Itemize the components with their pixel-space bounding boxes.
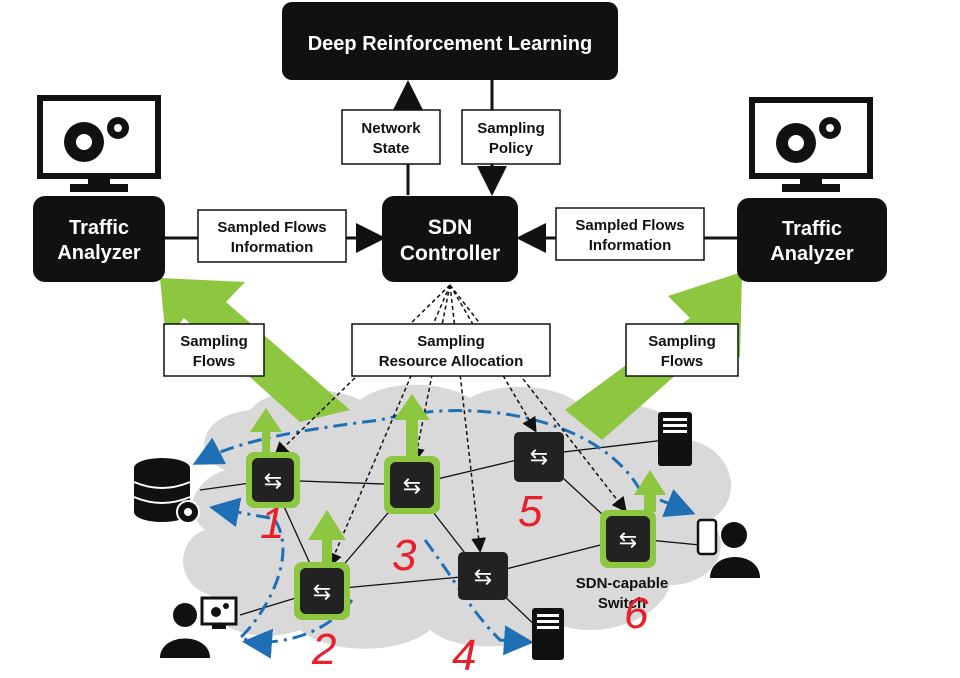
svg-text:Sampled Flows: Sampled Flows: [217, 219, 326, 236]
annotation-4: 4: [452, 631, 476, 678]
annotation-1: 1: [260, 499, 284, 548]
analyzer-right-line1: Traffic: [782, 218, 842, 240]
switch-icon-2: ⇆: [294, 562, 350, 620]
analyzer-left-line2: Analyzer: [57, 242, 141, 264]
traffic-analyzer-left: Traffic Analyzer: [33, 196, 165, 282]
monitor-gear-icon: [37, 95, 161, 192]
svg-text:State: State: [373, 140, 410, 157]
svg-text:⇆: ⇆: [619, 528, 637, 553]
svg-text:Policy: Policy: [489, 140, 534, 157]
controller-line1: SDN: [428, 216, 472, 239]
monitor-gear-icon-right: [749, 97, 873, 192]
svg-text:Information: Information: [231, 239, 314, 256]
svg-text:⇆: ⇆: [474, 565, 492, 590]
svg-text:Flows: Flows: [193, 353, 236, 370]
analyzer-left-line1: Traffic: [69, 217, 129, 239]
annotation-3: 3: [392, 531, 417, 580]
user-monitor-icon: [160, 596, 238, 658]
svg-text:⇆: ⇆: [313, 580, 331, 605]
svg-text:⇆: ⇆: [403, 474, 421, 499]
svg-text:Flows: Flows: [661, 353, 704, 370]
svg-text:SDN-capable: SDN-capable: [576, 575, 669, 592]
sdn-controller-box: SDN Controller: [382, 196, 518, 282]
svg-text:Sampling: Sampling: [477, 120, 545, 137]
annotation-5: 5: [518, 487, 543, 536]
annotation-6: 6: [624, 589, 649, 638]
switch-up-arrows: [250, 394, 666, 565]
svg-text:Resource Allocation: Resource Allocation: [379, 353, 523, 370]
switch-icon-3: ⇆: [384, 456, 440, 514]
database-gear-icon: [133, 458, 200, 524]
svg-text:Sampling: Sampling: [417, 333, 485, 350]
controller-line2: Controller: [400, 242, 500, 265]
user-phone-icon: [696, 518, 760, 578]
svg-text:Sampling: Sampling: [648, 333, 716, 350]
network-state-label: Network State: [341, 109, 441, 165]
drl-box: Deep Reinforcement Learning: [282, 2, 618, 80]
sampled-flows-left-label: Sampled Flows Information: [197, 209, 347, 263]
sampling-policy-label: Sampling Policy: [461, 109, 561, 165]
svg-text:Information: Information: [589, 237, 672, 254]
switch-icon-5: ⇆: [514, 432, 564, 482]
svg-text:Switch: Switch: [598, 595, 646, 612]
red-annotations: 1 2 3 4 5 6: [260, 487, 649, 678]
svg-text:Sampling: Sampling: [180, 333, 248, 350]
switch-icon-4: ⇆: [458, 552, 508, 600]
sampling-flows-left-label: Sampling Flows: [163, 323, 265, 377]
switch-icon-6: ⇆: [600, 510, 656, 568]
switch-icon-1: ⇆: [246, 452, 300, 508]
server-icon-top: [658, 412, 692, 466]
svg-text:⇆: ⇆: [530, 445, 548, 470]
traffic-analyzer-right: Traffic Analyzer: [737, 198, 887, 282]
analyzer-right-line2: Analyzer: [770, 243, 854, 265]
switch-label: SDN-capable Switch: [576, 575, 669, 612]
sampled-flows-right-label: Sampled Flows Information: [555, 207, 705, 261]
resource-allocation-label: Sampling Resource Allocation: [351, 323, 551, 377]
drl-title: Deep Reinforcement Learning: [308, 33, 593, 55]
annotation-2: 2: [311, 625, 336, 674]
server-icon-bottom: [532, 608, 564, 660]
svg-text:⇆: ⇆: [264, 469, 282, 494]
sampling-flows-right-label: Sampling Flows: [625, 323, 739, 377]
svg-text:Sampled Flows: Sampled Flows: [575, 217, 684, 234]
svg-text:Network: Network: [361, 120, 421, 137]
